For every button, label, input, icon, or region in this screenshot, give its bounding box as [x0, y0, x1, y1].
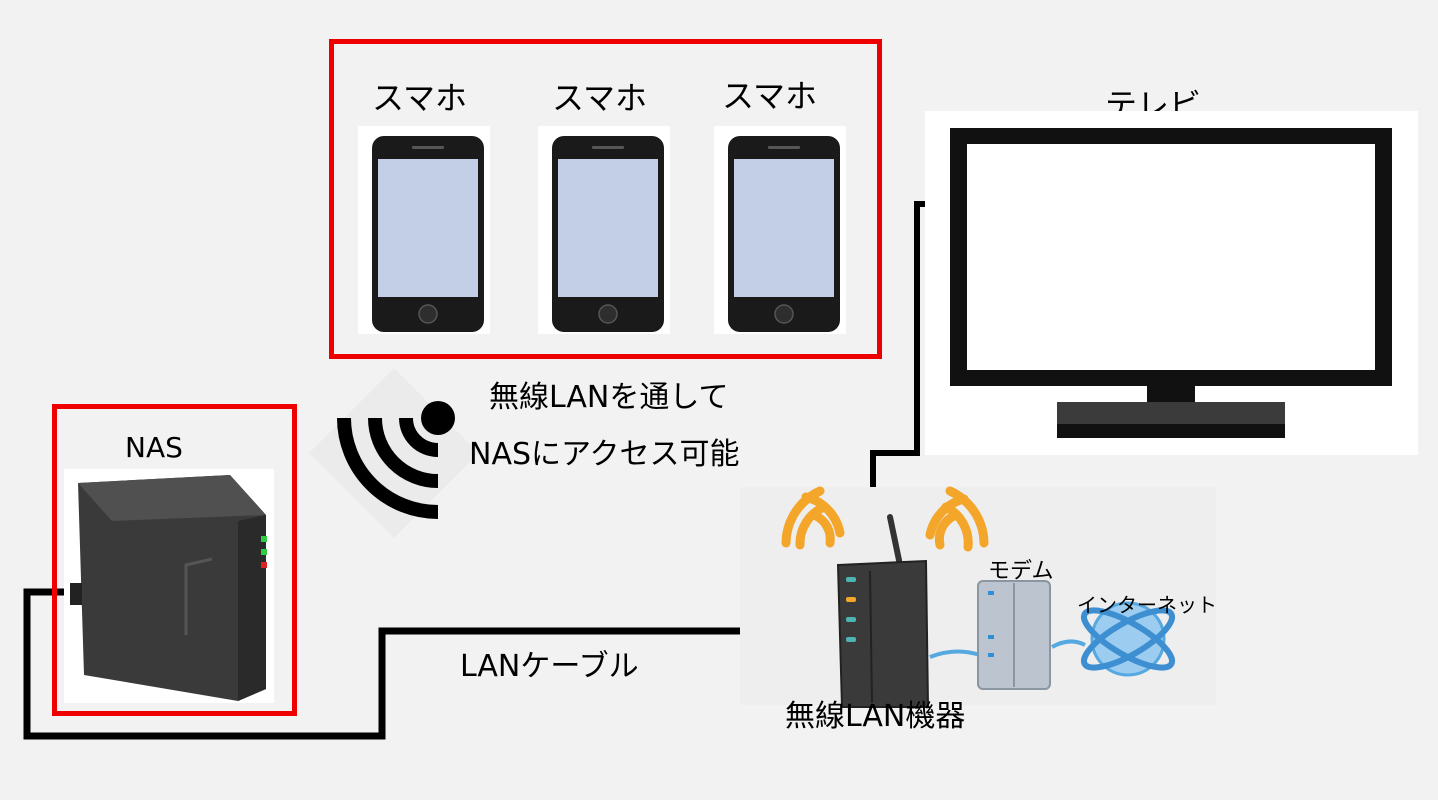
nas-card — [64, 469, 274, 703]
smartphone-label-3: スマホ — [722, 77, 818, 115]
smartphone-label-2: スマホ — [552, 79, 648, 117]
tv-icon — [950, 128, 1392, 438]
smartphone-card-2 — [538, 126, 670, 334]
nas-label: NAS — [125, 431, 183, 464]
internet-label: インターネット — [1077, 593, 1217, 617]
wifi-signal-icon — [309, 368, 479, 538]
globe-icon — [1080, 601, 1176, 677]
modem-label: モデム — [988, 559, 1054, 584]
router-label: 無線LAN機器 — [785, 699, 966, 734]
tv-card — [925, 111, 1418, 455]
smartphone-card-1 — [358, 126, 490, 334]
smartphone-icon — [372, 136, 484, 332]
wireless-caption-line-1: 無線LANを通して — [489, 380, 729, 415]
router-icon — [836, 514, 930, 708]
network-equipment-card — [740, 486, 1216, 708]
smartphone-icon — [728, 136, 840, 332]
smartphone-icon — [552, 136, 664, 332]
wireless-caption-line-2: NASにアクセス可能 — [469, 437, 740, 472]
smartphone-card-3 — [714, 126, 846, 334]
modem-icon — [977, 580, 1051, 690]
nas-icon — [70, 475, 267, 701]
lan-cable-label: LANケーブル — [460, 649, 639, 684]
nas-highlight-box — [52, 404, 297, 716]
smartphone-label-1: スマホ — [372, 79, 468, 117]
connector-lines — [929, 639, 1086, 659]
lan-cable-nas-router — [23, 588, 870, 740]
smartphones-highlight-box — [329, 39, 882, 359]
wifi-waves-icon — [781, 486, 989, 552]
